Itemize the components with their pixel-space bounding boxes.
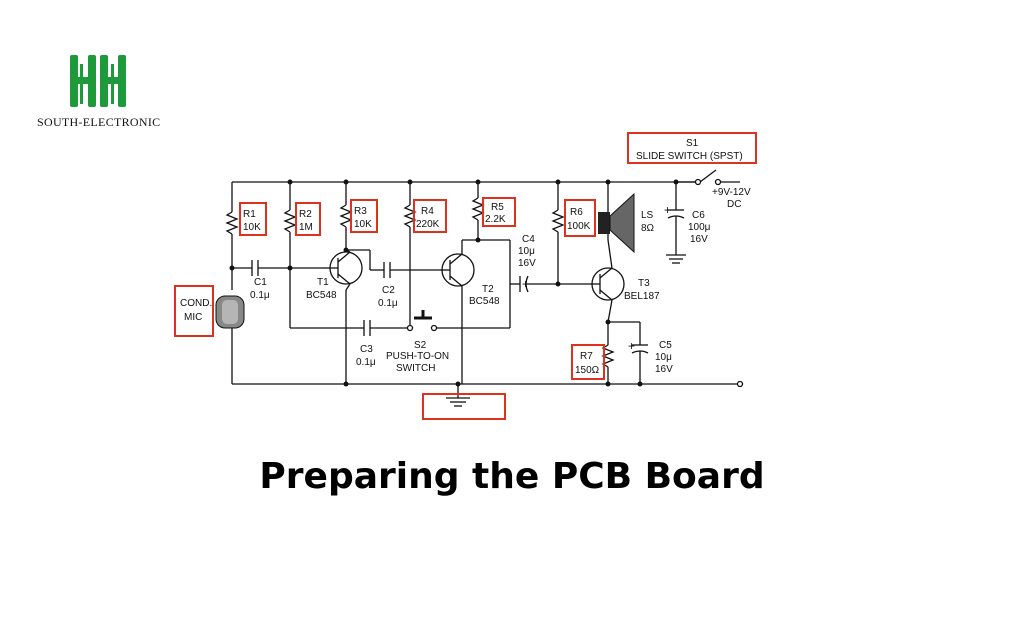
r7-ref: R7 (580, 351, 593, 362)
r6-ref: R6 (570, 207, 583, 218)
r4-value: 220K (416, 219, 440, 230)
c6-value1: 100μ (688, 222, 711, 233)
r3-ref: R3 (354, 206, 367, 217)
c3-value: 0.1μ (356, 357, 376, 368)
s2-value1: PUSH-TO-ON (386, 351, 449, 362)
s1-ref: S1 (686, 138, 699, 149)
c4-value1: 10μ (518, 246, 535, 257)
s2-value2: SWITCH (396, 363, 435, 374)
c4-ref: C4 (522, 234, 535, 245)
speaker-value: 8Ω (641, 223, 655, 234)
c4-plus-sign: + (522, 277, 529, 291)
c6-ref: C6 (692, 210, 705, 221)
mic-label-line1: COND. (180, 298, 212, 309)
s2-ref: S2 (414, 340, 427, 351)
microphone-icon (215, 295, 245, 329)
c5-value1: 10μ (655, 352, 672, 363)
t2-value: BC548 (469, 296, 500, 307)
c1-value: 0.1μ (250, 290, 270, 301)
t1-ref: T1 (317, 277, 329, 288)
speaker-icon (598, 192, 635, 254)
r3-value: 10K (354, 219, 372, 230)
c5-plus-sign: + (628, 339, 635, 353)
r5-value: 2.2K (485, 214, 506, 225)
c1-ref: C1 (254, 277, 267, 288)
c3-ref: C3 (360, 344, 373, 355)
brand-logo (70, 55, 126, 107)
r5-ref: R5 (491, 202, 504, 213)
logo-mark-icon (70, 55, 126, 107)
supply-label-line2: DC (727, 199, 741, 210)
mic-label-line2: MIC (184, 312, 202, 323)
r1-ref: R1 (243, 209, 256, 220)
c6-plus-sign: + (664, 203, 671, 217)
t2-ref: T2 (482, 284, 494, 295)
speaker-ref: LS (641, 210, 654, 221)
c6-value2: 16V (690, 234, 708, 245)
s1-value: SLIDE SWITCH (SPST) (636, 151, 743, 162)
circuit-schematic: R1 10K R2 1M R3 10K R4 220K R5 2.2K R6 1… (174, 132, 757, 420)
r2-value: 1M (299, 222, 313, 233)
brand-name: SOUTH-ELECTRONIC (37, 115, 161, 129)
supply-label-line1: +9V-12V (712, 187, 751, 198)
r4-ref: R4 (421, 206, 434, 217)
highlight-boxes (174, 132, 757, 420)
c5-value2: 16V (655, 364, 673, 375)
c2-ref: C2 (382, 285, 395, 296)
t1-value: BC548 (306, 290, 337, 301)
c4-value2: 16V (518, 258, 536, 269)
c5-ref: C5 (659, 340, 672, 351)
r2-ref: R2 (299, 209, 312, 220)
c2-value: 0.1μ (378, 298, 398, 309)
r1-value: 10K (243, 222, 261, 233)
r6-value: 100K (567, 221, 591, 232)
t3-ref: T3 (638, 278, 650, 289)
page-title: Preparing the PCB Board (259, 456, 765, 497)
t3-value: BEL187 (624, 291, 660, 302)
r7-value: 150Ω (575, 365, 600, 376)
